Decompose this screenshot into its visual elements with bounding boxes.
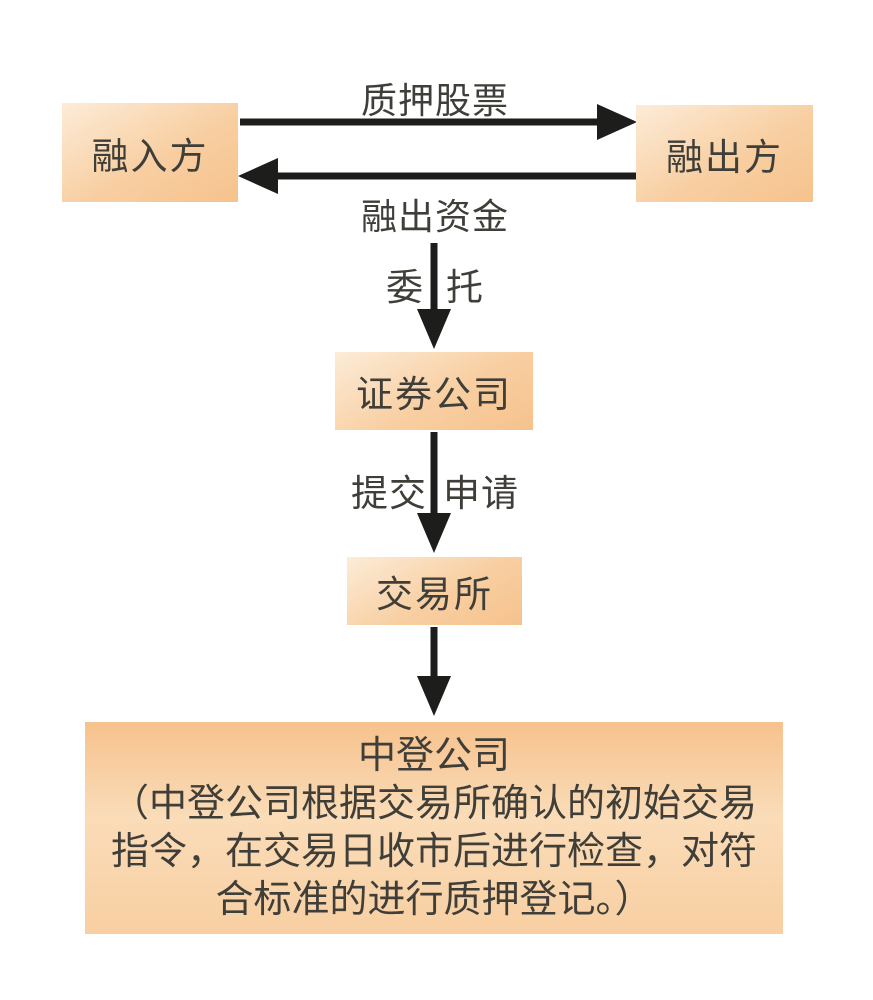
node-borrower: 融入方 bbox=[62, 103, 238, 202]
csdc-title: 中登公司 bbox=[357, 735, 510, 777]
node-lender: 融出方 bbox=[636, 105, 813, 202]
csdc-note-line-1: （中登公司根据交易所确认的初始交易 bbox=[110, 783, 757, 825]
edge-label-lend-funds: 融出资金 bbox=[360, 196, 509, 237]
edge-label-submit-left: 提交 bbox=[351, 473, 427, 514]
node-securities-company: 证券公司 bbox=[335, 352, 533, 430]
edge-label-pledge-stock: 质押股票 bbox=[360, 80, 509, 121]
csdc-note-line-3: 合标准的进行质押登记。） bbox=[215, 879, 653, 921]
node-exchange: 交易所 bbox=[347, 557, 522, 625]
csdc-note-line-2: 指令，在交易日收市后进行检查，对符 bbox=[110, 831, 757, 873]
edge-label-entrust-left: 委 bbox=[386, 267, 424, 308]
edge-label-submit-right: 申请 bbox=[443, 473, 519, 514]
edge-label-entrust-right: 托 bbox=[446, 267, 484, 308]
node-csdc: 中登公司 （中登公司根据交易所确认的初始交易 指令，在交易日收市后进行检查，对符… bbox=[85, 722, 783, 934]
arrow-to-csdc bbox=[417, 627, 451, 716]
